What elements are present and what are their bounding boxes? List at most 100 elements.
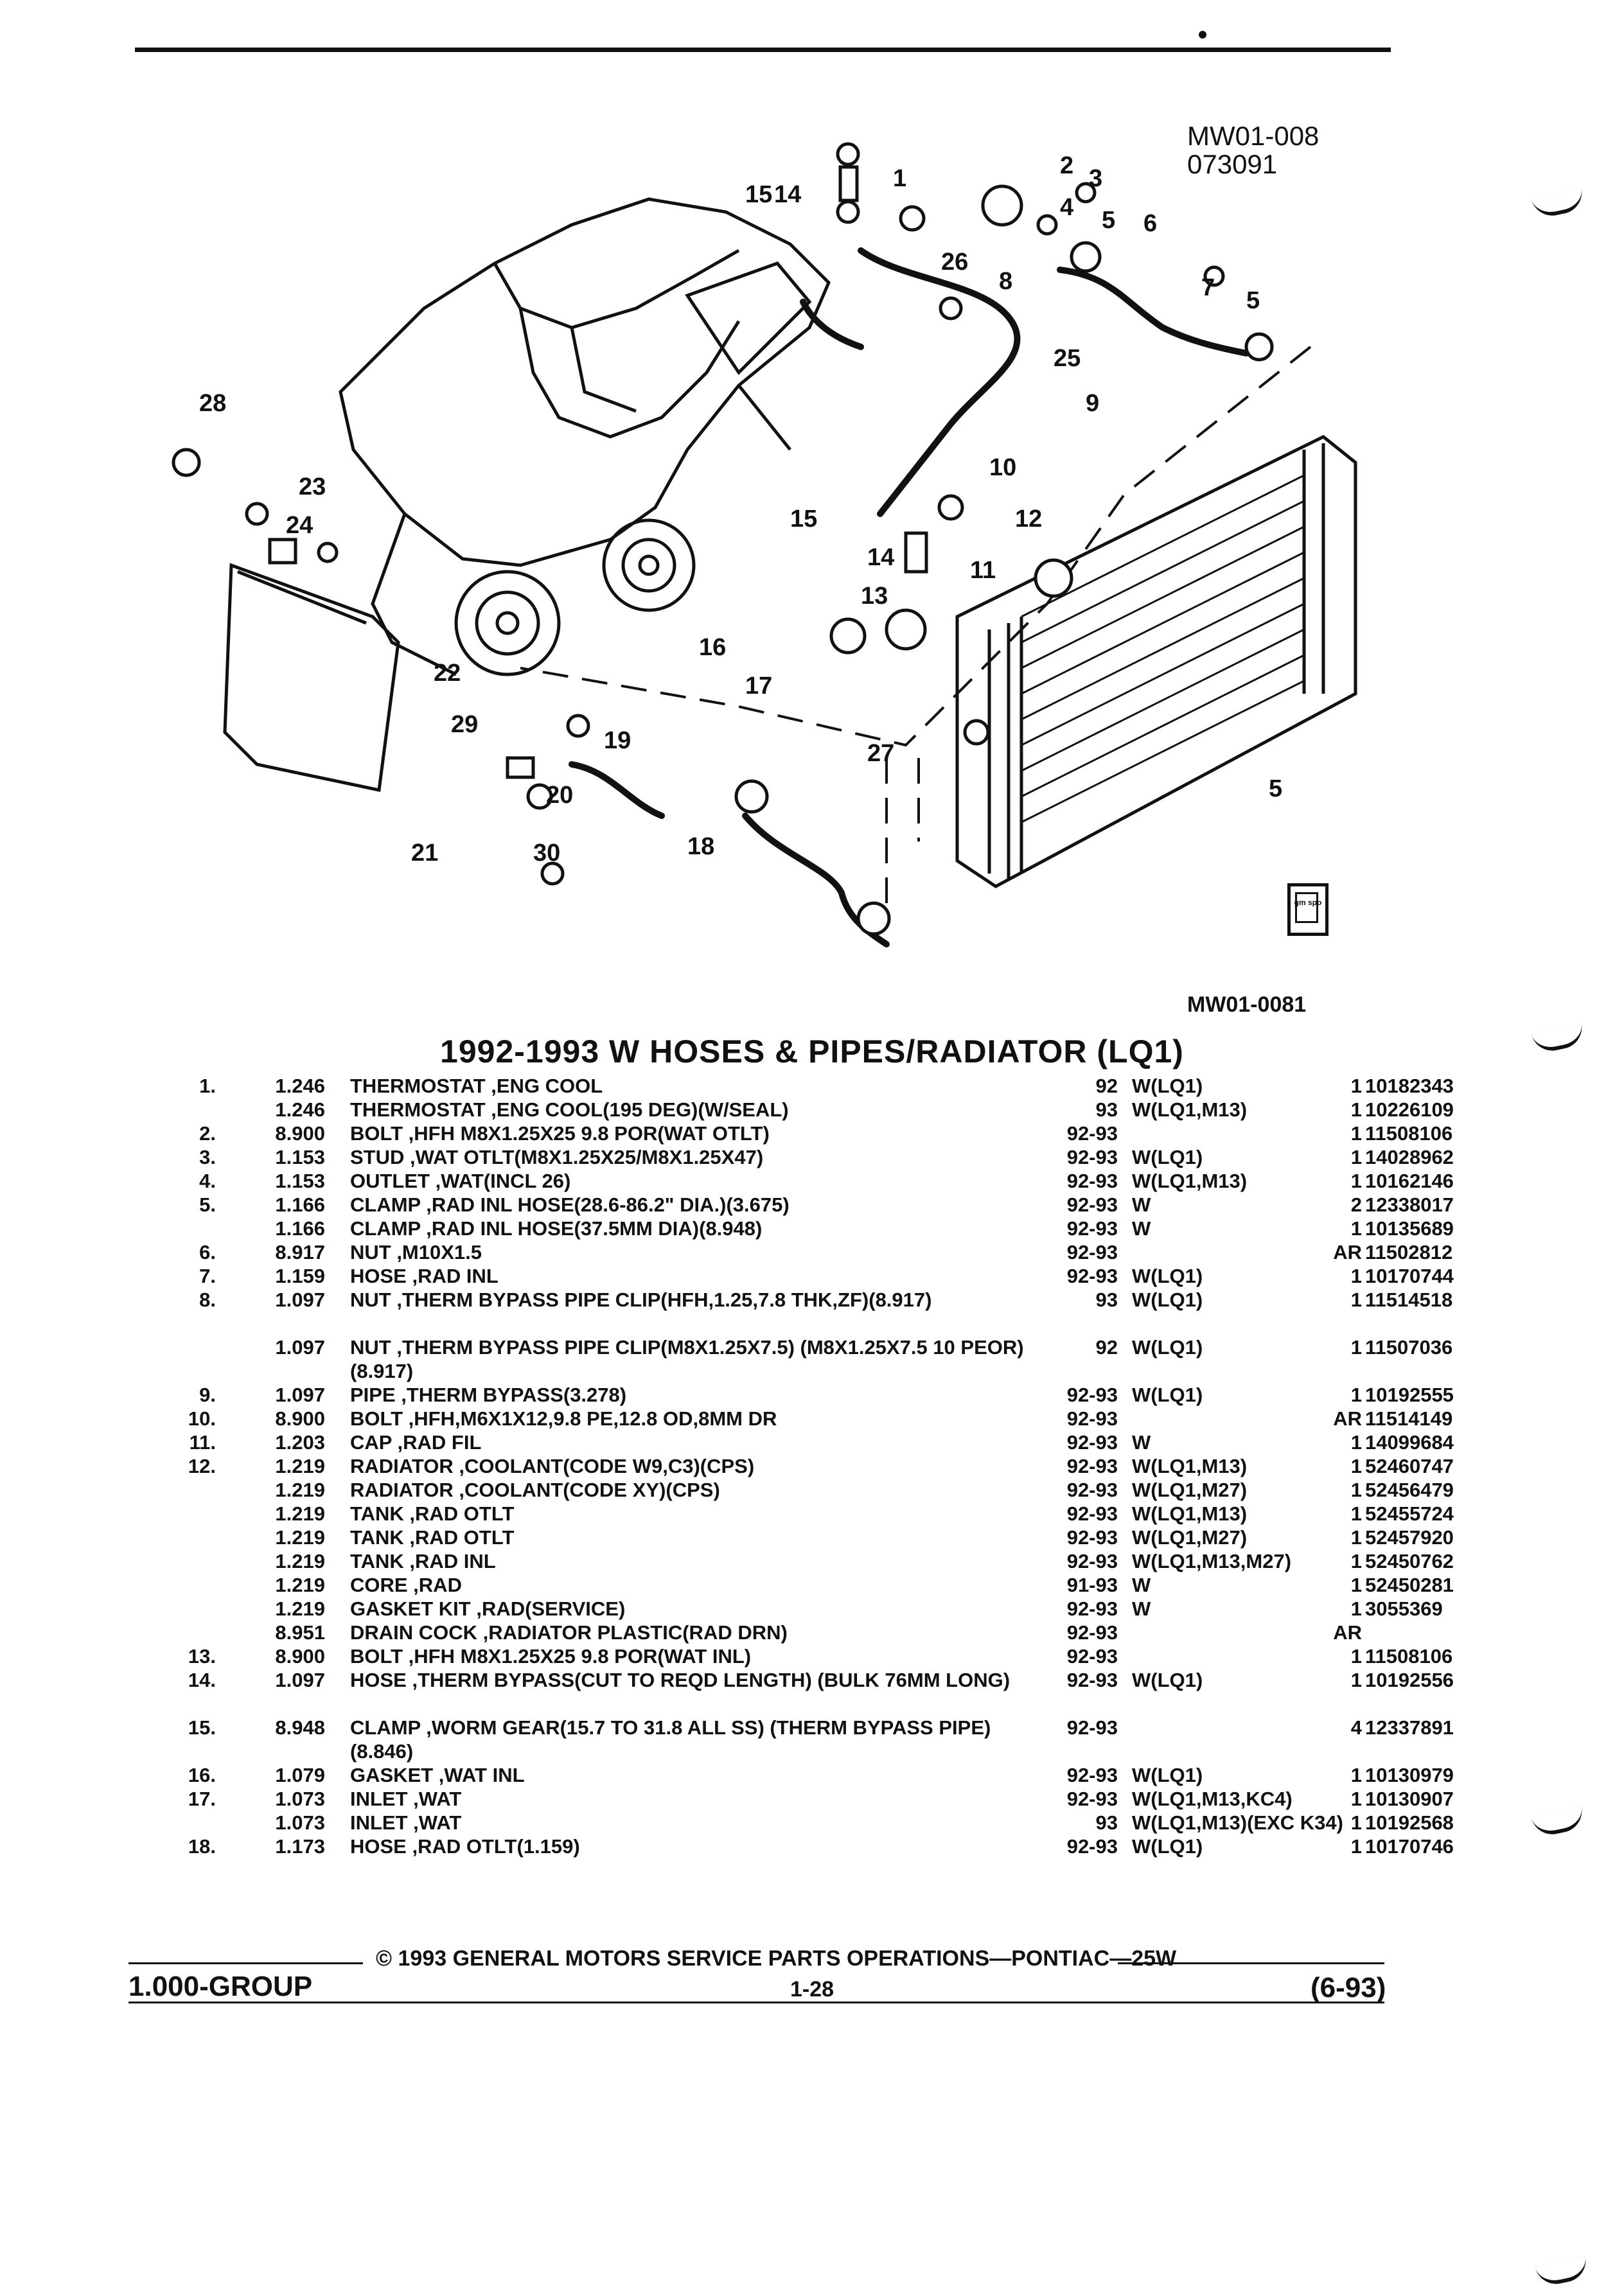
callout-24: 24 xyxy=(286,512,313,539)
parts-idx: 10. xyxy=(188,1407,216,1430)
parts-grp: 1.159 xyxy=(275,1265,325,1287)
parts-part: 10182343 xyxy=(1365,1075,1454,1097)
parts-year: 92 xyxy=(1095,1336,1118,1359)
parts-idx: 4. xyxy=(199,1170,216,1192)
parts-model: W(LQ1) xyxy=(1132,1265,1203,1287)
group-label: 1.000-GROUP xyxy=(128,1971,313,2002)
parts-model: W(LQ1) xyxy=(1132,1336,1203,1359)
parts-grp: 1.097 xyxy=(275,1336,325,1359)
parts-desc: CLAMP ,WORM GEAR(15.7 TO 31.8 ALL SS) (T… xyxy=(350,1716,991,1763)
parts-year: 92-93 xyxy=(1066,1621,1118,1644)
parts-qty: 1 xyxy=(1350,1146,1362,1168)
diagram-code: MW01-008 xyxy=(1187,121,1319,151)
diagram-date-code: 073091 xyxy=(1187,149,1277,179)
callout-11: 11 xyxy=(970,557,996,584)
parts-year: 92-93 xyxy=(1066,1502,1118,1525)
parts-desc: GASKET KIT ,RAD(SERVICE) xyxy=(350,1597,626,1620)
parts-desc: TANK ,RAD OTLT xyxy=(350,1502,515,1525)
callout-13: 13 xyxy=(861,583,888,610)
parts-grp: 1.097 xyxy=(275,1669,325,1691)
parts-year: 91-93 xyxy=(1066,1574,1118,1596)
parts-qty: 2 xyxy=(1350,1193,1362,1216)
parts-grp: 8.900 xyxy=(275,1645,325,1668)
parts-grp: 1.219 xyxy=(275,1455,325,1477)
parts-desc: THERMOSTAT ,ENG COOL(195 DEG)(W/SEAL) xyxy=(350,1098,789,1121)
parts-grp: 1.097 xyxy=(275,1384,325,1406)
header-rule xyxy=(135,48,1391,52)
parts-desc: INLET ,WAT xyxy=(350,1811,462,1834)
callout-21: 21 xyxy=(411,840,438,867)
parts-qty: 4 xyxy=(1350,1716,1362,1739)
parts-idx: 3. xyxy=(199,1146,216,1168)
callout-14b: 14 xyxy=(774,181,801,208)
parts-grp: 1.219 xyxy=(275,1526,325,1549)
parts-part: 10192568 xyxy=(1365,1811,1454,1834)
parts-qty: 1 xyxy=(1350,1289,1362,1311)
page-title: 1992-1993 W HOSES & PIPES/RADIATOR (LQ1) xyxy=(440,1034,1184,1069)
parts-part: 10135689 xyxy=(1365,1217,1454,1240)
callout-9: 9 xyxy=(1086,390,1099,417)
parts-model: W(LQ1) xyxy=(1132,1146,1203,1168)
parts-desc: CORE ,RAD xyxy=(350,1574,462,1596)
parts-model: W(LQ1,M13)(EXC K34) xyxy=(1132,1811,1343,1834)
parts-part: 52457920 xyxy=(1365,1526,1454,1549)
copyright-notice: © 1993 GENERAL MOTORS SERVICE PARTS OPER… xyxy=(376,1946,1177,1971)
parts-year: 93 xyxy=(1095,1811,1118,1834)
scan-artifact xyxy=(1531,188,1586,220)
footer-underline xyxy=(128,2002,1384,2003)
figure-code: MW01-0081 xyxy=(1187,992,1307,1017)
parts-grp: 1.219 xyxy=(275,1550,325,1572)
parts-qty: 1 xyxy=(1350,1645,1362,1668)
parts-year: 92-93 xyxy=(1066,1407,1118,1430)
parts-grp: 1.097 xyxy=(275,1289,325,1311)
parts-model: W(LQ1,M13) xyxy=(1132,1502,1248,1525)
parts-model: W xyxy=(1132,1217,1151,1240)
callout-3: 3 xyxy=(1089,165,1102,192)
parts-qty: 1 xyxy=(1350,1455,1362,1477)
parts-idx: 7. xyxy=(199,1265,216,1287)
parts-part: 11514518 xyxy=(1365,1289,1453,1311)
scan-speck xyxy=(1199,31,1206,39)
callout-4: 4 xyxy=(1060,194,1073,221)
parts-part: 10170746 xyxy=(1365,1835,1454,1858)
parts-model: W(LQ1,M13,KC4) xyxy=(1132,1788,1293,1810)
parts-desc: RADIATOR ,COOLANT(CODE XY)(CPS) xyxy=(350,1479,720,1501)
parts-year: 93 xyxy=(1095,1098,1118,1121)
parts-year: 92-93 xyxy=(1066,1550,1118,1572)
parts-idx: 12. xyxy=(188,1455,216,1477)
parts-part: 12338017 xyxy=(1365,1193,1454,1216)
parts-part: 11508106 xyxy=(1365,1645,1453,1668)
callout-16: 16 xyxy=(699,634,726,661)
parts-desc: PIPE ,THERM BYPASS(3.278) xyxy=(350,1384,627,1406)
parts-year: 92-93 xyxy=(1066,1716,1118,1739)
parts-qty: 1 xyxy=(1350,1217,1362,1240)
hose-drawing xyxy=(569,247,1249,947)
parts-qty: 1 xyxy=(1350,1550,1362,1572)
parts-qty: 1 xyxy=(1350,1574,1362,1596)
engine-drawing xyxy=(339,197,831,676)
parts-desc: NUT ,M10X1.5 xyxy=(350,1241,482,1263)
parts-year: 93 xyxy=(1095,1289,1118,1311)
parts-qty: 1 xyxy=(1350,1122,1362,1145)
callout-10: 10 xyxy=(989,454,1016,481)
parts-part: 52450281 xyxy=(1365,1574,1454,1596)
parts-year: 92-93 xyxy=(1066,1835,1118,1858)
parts-part: 10226109 xyxy=(1365,1098,1454,1121)
parts-model: W(LQ1,M27) xyxy=(1132,1526,1248,1549)
callout-18: 18 xyxy=(687,833,714,860)
parts-grp: 1.219 xyxy=(275,1574,325,1596)
parts-qty: 1 xyxy=(1350,1075,1362,1097)
